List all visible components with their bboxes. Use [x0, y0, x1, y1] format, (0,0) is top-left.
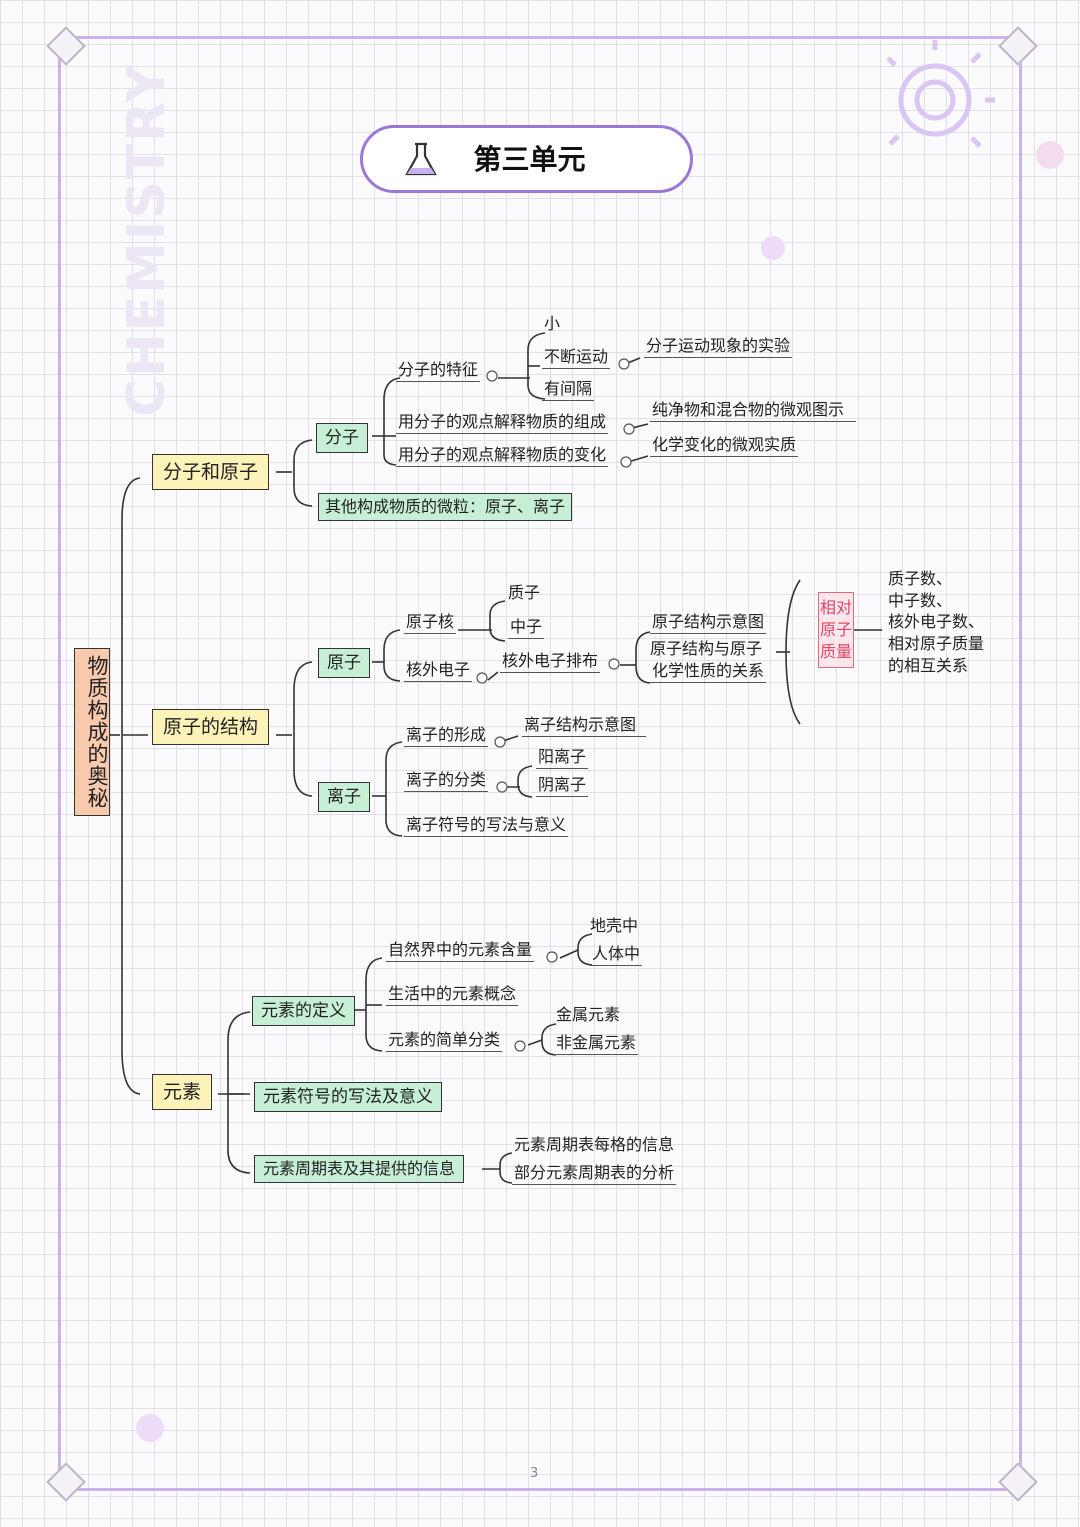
nonmetal-element: 非金属元素	[554, 1033, 639, 1055]
human-body: 人体中	[590, 944, 643, 966]
sun-decor-icon	[886, 40, 995, 148]
mass-relation-4: 相对原子质量	[888, 634, 985, 653]
node-element-definition: 元素的定义	[252, 996, 355, 1026]
page-title: 第三单元	[473, 143, 586, 176]
title-banner: 第三单元	[360, 125, 693, 193]
element-classification: 元素的简单分类	[386, 1030, 503, 1052]
mass-relation-5: 的相互关系	[888, 656, 969, 675]
mass-relation-3: 核外电子数、	[888, 612, 985, 631]
feature-small: 小	[544, 314, 561, 333]
anion: 阴离子	[536, 775, 589, 797]
bubble-decor	[761, 236, 785, 260]
node-atom: 原子	[318, 648, 370, 678]
node-element: 元素	[152, 1074, 213, 1110]
composition-note: 纯净物和混合物的微观图示	[650, 400, 857, 422]
ion-symbol: 离子符号的写法与意义	[404, 815, 569, 837]
moving-experiment: 分子运动现象的实验	[644, 336, 793, 358]
node-molecule: 分子	[316, 423, 368, 453]
molecule-features: 分子的特征	[396, 360, 481, 382]
node-atom-structure: 原子的结构	[152, 709, 270, 745]
flask-icon	[405, 142, 437, 176]
node-ion: 离子	[318, 782, 370, 812]
root-node: 物质构成的奥秘	[74, 648, 110, 816]
element-life-concept: 生活中的元素概念	[386, 984, 519, 1006]
node-periodic-table: 元素周期表及其提供的信息	[254, 1155, 465, 1183]
feature-gap: 有间隔	[542, 379, 595, 401]
node-element-symbols: 元素符号的写法及意义	[254, 1082, 442, 1112]
page-frame	[58, 36, 1022, 1491]
element-content: 自然界中的元素含量	[386, 940, 535, 962]
node-molecules-and-atoms: 分子和原子	[152, 454, 270, 490]
mass-relation-1: 质子数、	[888, 569, 953, 588]
atom-nucleus: 原子核	[404, 612, 457, 634]
page-number: 3	[530, 1466, 539, 1481]
relative-atomic-mass-box: 相对原子质量	[818, 592, 854, 668]
change-note: 化学变化的微观实质	[650, 435, 799, 457]
node-other-particles: 其他构成物质的微粒：原子、离子	[318, 493, 573, 521]
proton: 质子	[508, 583, 541, 602]
feature-moving: 不断运动	[542, 347, 611, 369]
neutron: 中子	[508, 617, 545, 639]
periodic-cell-info: 元素周期表每格的信息	[514, 1135, 675, 1154]
molecule-change: 用分子的观点解释物质的变化	[396, 445, 609, 467]
periodic-partial-analysis: 部分元素周期表的分析	[512, 1163, 677, 1185]
bubble-decor	[1036, 141, 1064, 169]
ion-structure-diagram: 离子结构示意图	[522, 715, 647, 737]
electron-arrangement: 核外电子排布	[500, 651, 601, 673]
molecule-composition: 用分子的观点解释物质的组成	[396, 412, 609, 434]
relation-line1: 原子结构与原子	[650, 639, 763, 658]
cation: 阳离子	[536, 747, 589, 769]
atom-structure-diagram: 原子结构示意图	[650, 612, 767, 634]
crust: 地壳中	[590, 916, 639, 935]
bubble-decor	[136, 1414, 164, 1442]
atom-electrons: 核外电子	[404, 660, 473, 682]
metal-element: 金属元素	[556, 1005, 621, 1024]
relation-line2: 化学性质的关系	[650, 661, 767, 683]
collapse-icons	[476, 358, 635, 1052]
ion-formation: 离子的形成	[404, 725, 489, 747]
ion-classification: 离子的分类	[404, 770, 489, 792]
mass-relation-2: 中子数、	[888, 591, 953, 610]
